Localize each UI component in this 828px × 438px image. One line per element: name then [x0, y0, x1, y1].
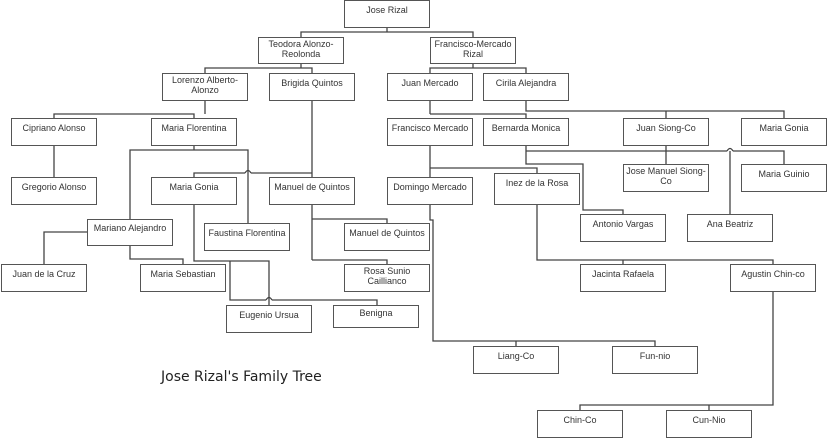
person-liang-co: Liang-Co [473, 346, 559, 374]
person-mariano: Mariano Alejandro [87, 219, 173, 246]
person-francisco-mercado: Francisco Mercado [387, 118, 473, 146]
person-faustina: Faustina Florentina [204, 223, 290, 251]
person-maria-guinio: Maria Guinio [741, 164, 827, 192]
person-maria-gonia-left: Maria Gonia [151, 177, 237, 205]
person-francisco-mercado-rizal: Francisco-Mercado Rizal [430, 37, 516, 64]
person-fun-nio: Fun-nio [612, 346, 698, 374]
person-rosa: Rosa Sunio Caillianco [344, 264, 430, 292]
person-ana: Ana Beatriz [687, 214, 773, 242]
person-juan-siong-co: Juan Siong-Co [623, 118, 709, 146]
person-maria-gonia-right: Maria Gonia [741, 118, 827, 146]
person-manuel-de-quintos: Manuel de Quintos [269, 177, 355, 205]
person-chin-co: Chin-Co [537, 410, 623, 438]
person-jose-manuel: Jose Manuel Siong-Co [623, 164, 709, 192]
person-maria-florentina: Maria Florentina [151, 118, 237, 146]
person-cirila: Cirila Alejandra [483, 73, 569, 101]
person-lorenzo: Lorenzo Alberto-Alonzo [162, 73, 248, 101]
person-antonio: Antonio Vargas [580, 214, 666, 242]
person-gregorio: Gregorio Alonso [11, 177, 97, 205]
person-manuel-de-quintos-2: Manuel de Quintos [344, 223, 430, 251]
person-jose-rizal: Jose Rizal [344, 0, 430, 28]
diagram-title: Jose Rizal's Family Tree [161, 369, 322, 385]
person-inez: Inez de la Rosa [494, 173, 580, 205]
person-jacinta: Jacinta Rafaela [580, 264, 666, 292]
person-domingo: Domingo Mercado [387, 177, 473, 205]
person-agustin: Agustin Chin-co [730, 264, 816, 292]
person-cun-nio: Cun-Nio [666, 410, 752, 438]
person-eugenio: Eugenio Ursua [226, 305, 312, 333]
person-maria-sebastian: Maria Sebastian [140, 264, 226, 292]
person-brigida: Brigida Quintos [269, 73, 355, 101]
person-bernarda: Bernarda Monica [483, 118, 569, 146]
person-cipriano: Cipriano Alonso [11, 118, 97, 146]
person-benigna: Benigna [333, 305, 419, 328]
person-teodora: Teodora Alonzo-Reolonda [258, 37, 344, 64]
person-juan-mercado: Juan Mercado [387, 73, 473, 101]
person-juan-de-la-cruz: Juan de la Cruz [1, 264, 87, 292]
